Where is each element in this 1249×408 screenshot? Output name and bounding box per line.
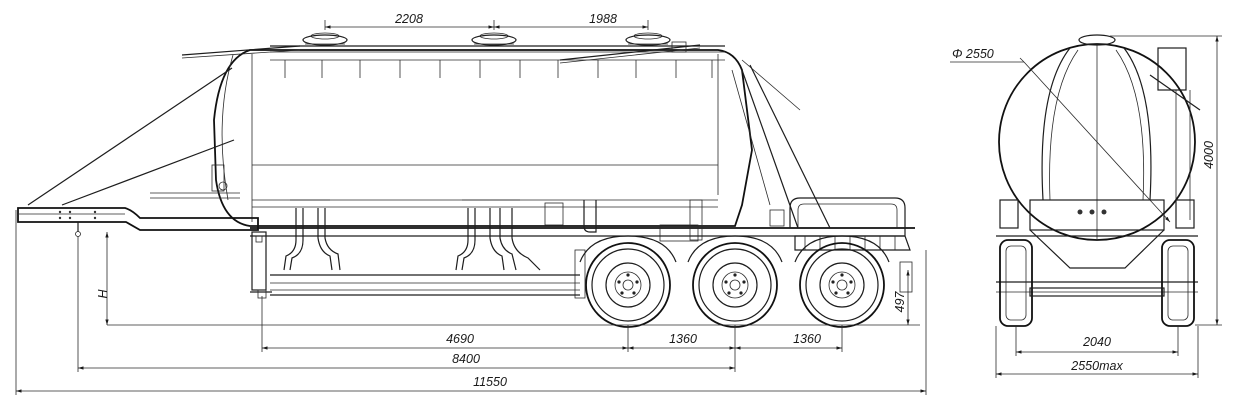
roof-walkway <box>181 44 725 78</box>
dim-axle-spacing-1: 1360 <box>669 332 697 346</box>
rear-dimensions: Φ 2550 4000 2040 2550max <box>952 35 1222 378</box>
front-structure <box>27 67 240 206</box>
loading-hatches <box>302 32 687 53</box>
side-view <box>17 32 915 328</box>
front-frame <box>17 207 259 237</box>
dim-kingpin-to-rear-axle: 8400 <box>452 352 480 366</box>
dim-overall-length: 11550 <box>473 375 507 389</box>
dim-ground-clearance: 497 <box>893 291 907 313</box>
fenders <box>574 235 913 299</box>
dim-hatch-spacing-2: 1988 <box>589 12 617 26</box>
wheel-3 <box>799 242 885 328</box>
dim-fifth-wheel-height: H <box>96 289 110 299</box>
chassis <box>250 59 915 296</box>
dim-hatch-spacing-1: 2208 <box>394 12 423 26</box>
landing-gear <box>250 231 272 299</box>
dim-tank-diameter: Φ 2550 <box>952 47 994 61</box>
dim-overall-width: 2550max <box>1070 359 1123 373</box>
dim-kingpin-to-axle: 4690 <box>446 332 474 346</box>
dim-track-width: 2040 <box>1082 335 1111 349</box>
side-dimensions: 2208 1988 H 497 4690 1360 1360 8400 1155… <box>15 12 927 395</box>
wheel-2 <box>692 242 778 328</box>
wheel-1 <box>585 242 671 328</box>
aeration-pipes <box>283 199 703 271</box>
dim-axle-spacing-2: 1360 <box>793 332 821 346</box>
rear-view <box>950 34 1201 327</box>
dim-overall-height: 4000 <box>1202 141 1216 169</box>
